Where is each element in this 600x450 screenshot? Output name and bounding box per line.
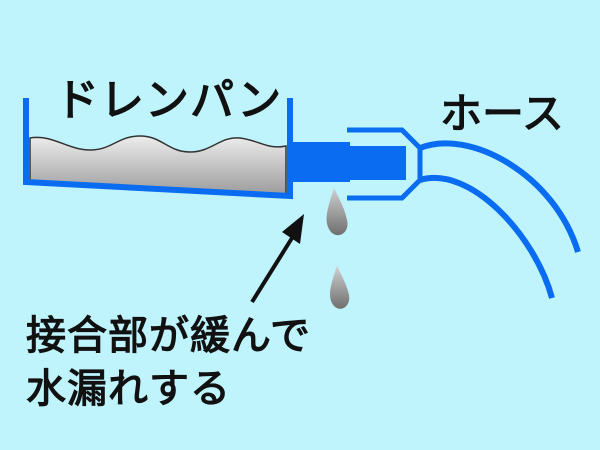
caption-line-1: 接合部が緩んで bbox=[26, 313, 311, 359]
hose-wall-upper bbox=[418, 140, 581, 253]
caption-line-2: 水漏れする bbox=[26, 366, 231, 412]
hose-label: ホース bbox=[440, 89, 564, 138]
drain-pipe bbox=[288, 142, 350, 182]
drain-pan-label: ドレンパン bbox=[55, 75, 283, 126]
water-drop-2 bbox=[330, 266, 350, 309]
water-drop-1 bbox=[326, 188, 348, 236]
water-in-pan bbox=[29, 135, 287, 197]
hose-wall-lower bbox=[419, 175, 555, 299]
arrow-shaft bbox=[250, 236, 294, 304]
arrow-head bbox=[282, 214, 304, 244]
hose-fitting bbox=[347, 127, 423, 201]
pipe-insert bbox=[350, 146, 406, 180]
